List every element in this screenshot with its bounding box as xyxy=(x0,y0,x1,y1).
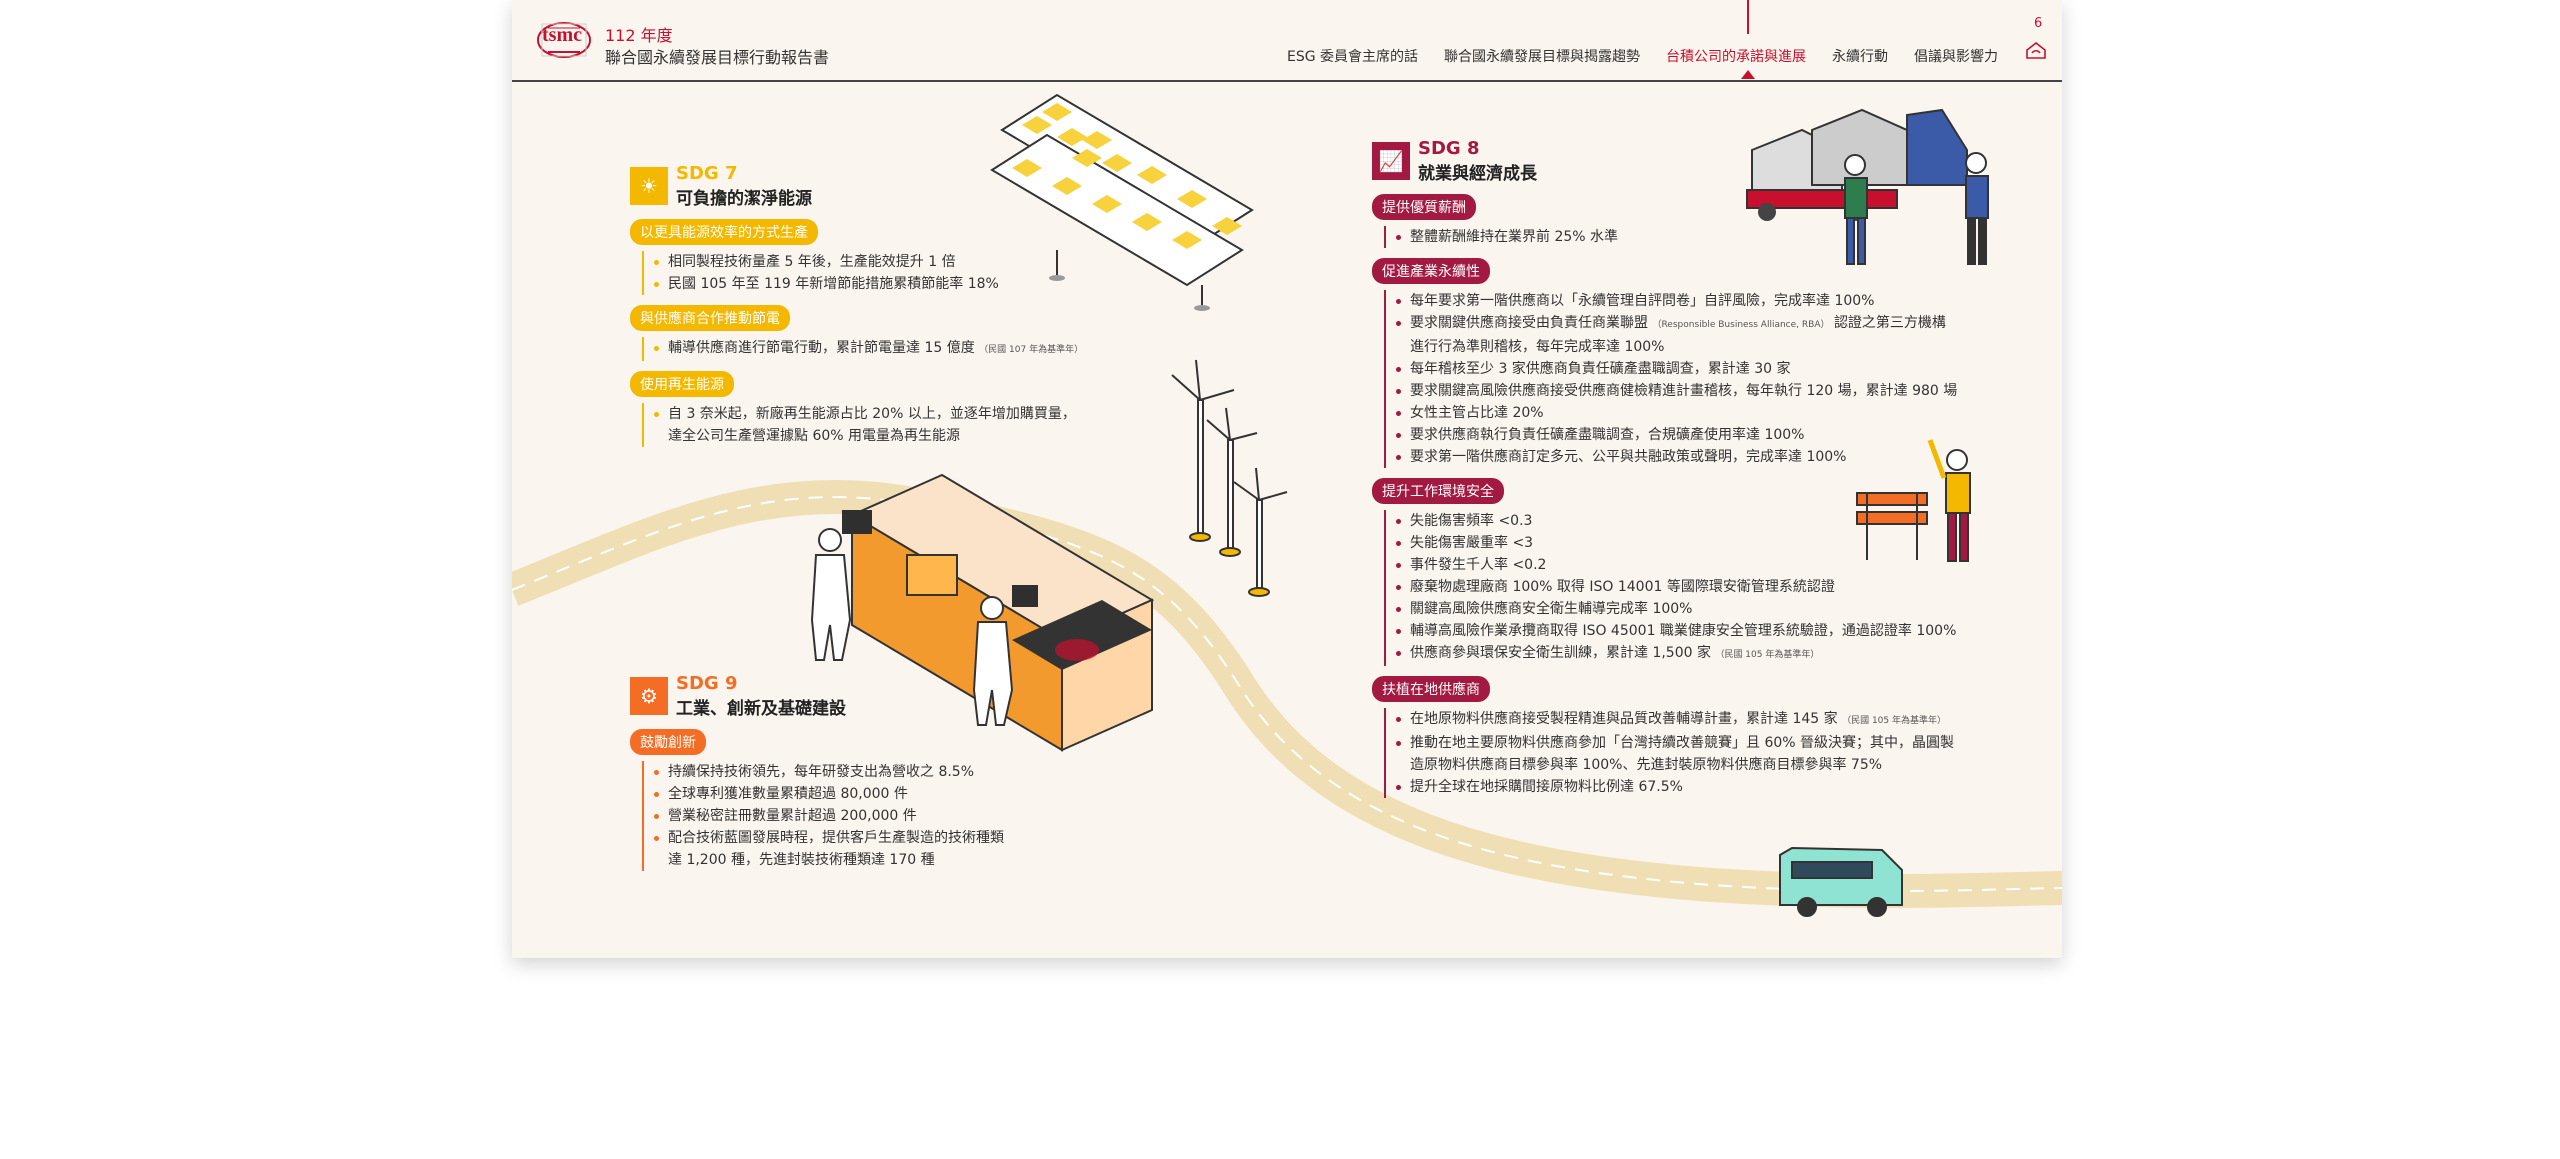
list-item: 供應商參與環保安全衛生訓練，累計達 1,500 家 （民國 105 年為基準年） xyxy=(1396,642,2012,666)
sdg9-list: 持續保持技術領先，每年研發支出為營收之 8.5% 全球專利獲准數量累積超過 80… xyxy=(642,761,1090,871)
list-item: 在地原物料供應商接受製程精進與品質改善輔導計畫，累計達 145 家 （民國 10… xyxy=(1396,708,2012,732)
nav-item-sdg-trends[interactable]: 聯合國永續發展目標與揭露趨勢 xyxy=(1444,49,1640,65)
nav-item-influence[interactable]: 倡議與影響力 xyxy=(1914,49,1998,65)
list-item: 事件發生千人率 <0.2 xyxy=(1396,554,2012,576)
list-item: 要求關鍵供應商接受由負責任商業聯盟 （Responsible Business … xyxy=(1396,312,2012,336)
sdg8-section-title: 提升工作環境安全 xyxy=(1372,478,1504,504)
logo-text: tsmc xyxy=(542,24,582,46)
list-item: 每年稽核至少 3 家供應商負責任礦產盡職調查，累計達 30 家 xyxy=(1396,358,2012,380)
sdg7-number: SDG 7 xyxy=(676,163,738,184)
sdg7-sun-icon: ☀ xyxy=(630,167,668,205)
sdg8-block: 📈 SDG 8 就業與經濟成長 提供優質薪酬 整體薪酬維持在業界前 25% 水準… xyxy=(1372,138,2012,798)
list-item: 提升全球在地採購間接原物料比例達 67.5% xyxy=(1396,776,2012,798)
tsmc-logo xyxy=(537,22,591,58)
nav-item-chairman[interactable]: ESG 委員會主席的話 xyxy=(1286,49,1418,65)
list-item: 要求供應商執行負責任礦產盡職調查，合規礦產使用率達 100% xyxy=(1396,424,2012,446)
page-header: tsmc 112 年度 聯合國永續發展目標行動報告書 ESG 委員會主席的話 聯… xyxy=(512,0,2062,82)
road-centerline xyxy=(512,496,2062,893)
background-illustration xyxy=(512,93,2062,917)
sdg8-section-title: 提供優質薪酬 xyxy=(1372,194,1476,220)
solar-panel-illustration xyxy=(990,93,1254,311)
list-item-continuation: 進行行為準則稽核，每年完成率達 100% xyxy=(1410,339,1665,355)
sdg8-list: 整體薪酬維持在業界前 25% 水準 xyxy=(1384,226,2012,248)
safety-barrier-illustration xyxy=(1856,492,1928,560)
bus-illustration xyxy=(1779,846,1903,917)
sdg8-list: 在地原物料供應商接受製程精進與品質改善輔導計畫，累計達 145 家 （民國 10… xyxy=(1384,708,2012,798)
cleanroom-worker-illustration xyxy=(810,528,1014,726)
page-number: 6 xyxy=(2034,16,2043,31)
traffic-worker-illustration xyxy=(1927,439,1971,562)
sdg8-number: SDG 8 xyxy=(1418,138,1480,159)
list-item: 要求關鍵高風險供應商接受供應商健檢精進計畫稽核，每年執行 120 場，累計達 9… xyxy=(1396,380,2012,402)
sdg8-name: 就業與經濟成長 xyxy=(1418,164,1537,184)
list-item: 女性主管占比達 20% xyxy=(1396,402,2012,424)
sdg8-list: 每年要求第一階供應商以「永續管理自評問卷」自評風險，完成率達 100% 要求關鍵… xyxy=(1384,290,2012,468)
worker-illustration xyxy=(1844,152,1989,265)
active-nav-indicator xyxy=(1741,70,1755,79)
list-item: 全球專利獲准數量累積超過 80,000 件 xyxy=(654,783,1090,805)
list-item: 每年要求第一階供應商以「永續管理自評問卷」自評風險，完成率達 100% xyxy=(1396,290,2012,312)
list-item-continuation: 達全公司生產營運據點 60% 用電量為再生能源 xyxy=(668,428,961,444)
wind-turbine-illustration xyxy=(1171,359,1288,597)
list-item: 失能傷害嚴重率 <3 xyxy=(1396,532,2012,554)
report-title: 聯合國永續發展目標行動報告書 xyxy=(605,48,830,67)
list-item: 推動在地主要原物料供應商參加「台灣持續改善競賽」且 60% 晉級決賽；其中，晶圓… xyxy=(1396,732,2012,754)
list-item: 持續保持技術領先，每年研發支出為營收之 8.5% xyxy=(654,761,1090,783)
list-item: 民國 105 年至 119 年新增節能措施累積節能率 18% xyxy=(654,273,1090,295)
list-item: 失能傷害頻率 <0.3 xyxy=(1396,510,2012,532)
list-item: 關鍵高風險供應商安全衛生輔導完成率 100% xyxy=(1396,598,2012,620)
list-item: 輔導供應商進行節電行動，累計節電量達 15 億度 （民國 107 年為基準年） xyxy=(654,337,1090,361)
list-item: 要求第一階供應商訂定多元、公平與共融政策或聲明，完成率達 100% xyxy=(1396,446,2012,468)
list-item: 廢棄物處理廠商 100% 取得 ISO 14001 等國際環安衛管理系統認證 xyxy=(1396,576,2012,598)
list-item-continuation: 達 1,200 種，先進封裝技術種類達 170 種 xyxy=(668,852,935,868)
sdg9-section-title: 鼓勵創新 xyxy=(630,729,706,755)
sdg8-section-title: 扶植在地供應商 xyxy=(1372,676,1490,702)
sdg7-list: 輔導供應商進行節電行動，累計節電量達 15 億度 （民國 107 年為基準年） xyxy=(642,337,1090,361)
sdg8-section-title: 促進產業永續性 xyxy=(1372,258,1490,284)
sdg7-section-title: 使用再生能源 xyxy=(630,371,734,397)
list-item: 配合技術藍圖發展時程，提供客戶生產製造的技術種類 xyxy=(654,827,1090,849)
sdg9-name: 工業、創新及基礎建設 xyxy=(676,699,846,719)
list-item-continuation: 造原物料供應商目標參與率 100%、先進封裝原物料供應商目標參與率 75% xyxy=(1410,757,1883,773)
sdg7-section-title: 以更具能源效率的方式生產 xyxy=(630,219,818,245)
report-page: tsmc 112 年度 聯合國永續發展目標行動報告書 ESG 委員會主席的話 聯… xyxy=(512,0,2062,958)
sdg7-list: 相同製程技術量產 5 年後，生產能效提升 1 倍 民國 105 年至 119 年… xyxy=(642,251,1090,295)
section-nav: ESG 委員會主席的話 聯合國永續發展目標與揭露趨勢 台積公司的承諾與進展 永續… xyxy=(1287,46,1998,66)
list-item: 整體薪酬維持在業界前 25% 水準 xyxy=(1396,226,2012,248)
list-item: 營業秘密註冊數量累計超過 200,000 件 xyxy=(654,805,1090,827)
report-year: 112 年度 xyxy=(605,26,673,45)
sdg7-name: 可負擔的潔淨能源 xyxy=(676,189,812,209)
nav-item-commitments[interactable]: 台積公司的承諾與進展 xyxy=(1666,49,1806,65)
sdg7-list: 自 3 奈米起，新廠再生能源占比 20% 以上，並逐年增加購買量， 達全公司生產… xyxy=(642,403,1090,447)
home-icon[interactable] xyxy=(2025,40,2047,60)
sdg9-innovation-icon: ⚙ xyxy=(630,677,668,715)
sdg8-growth-icon: 📈 xyxy=(1372,142,1410,180)
nav-item-actions[interactable]: 永續行動 xyxy=(1832,49,1888,65)
sdg7-section-title: 與供應商合作推動節電 xyxy=(630,305,790,331)
sdg9-number: SDG 9 xyxy=(676,673,738,694)
list-item: 自 3 奈米起，新廠再生能源占比 20% 以上，並逐年增加購買量， xyxy=(654,403,1090,425)
sdg9-block: ⚙ SDG 9 工業、創新及基礎建設 鼓勵創新 持續保持技術領先，每年研發支出為… xyxy=(630,673,1090,871)
current-section-marker xyxy=(1747,0,1749,34)
list-item: 相同製程技術量產 5 年後，生產能效提升 1 倍 xyxy=(654,251,1090,273)
sdg8-list: 失能傷害頻率 <0.3 失能傷害嚴重率 <3 事件發生千人率 <0.2 廢棄物處… xyxy=(1384,510,2012,666)
list-item: 輔導高風險作業承攬商取得 ISO 45001 職業健康安全管理系統驗證，通過認證… xyxy=(1396,620,2012,642)
sdg7-block: ☀ SDG 7 可負擔的潔淨能源 以更具能源效率的方式生產 相同製程技術量產 5… xyxy=(630,163,1090,447)
